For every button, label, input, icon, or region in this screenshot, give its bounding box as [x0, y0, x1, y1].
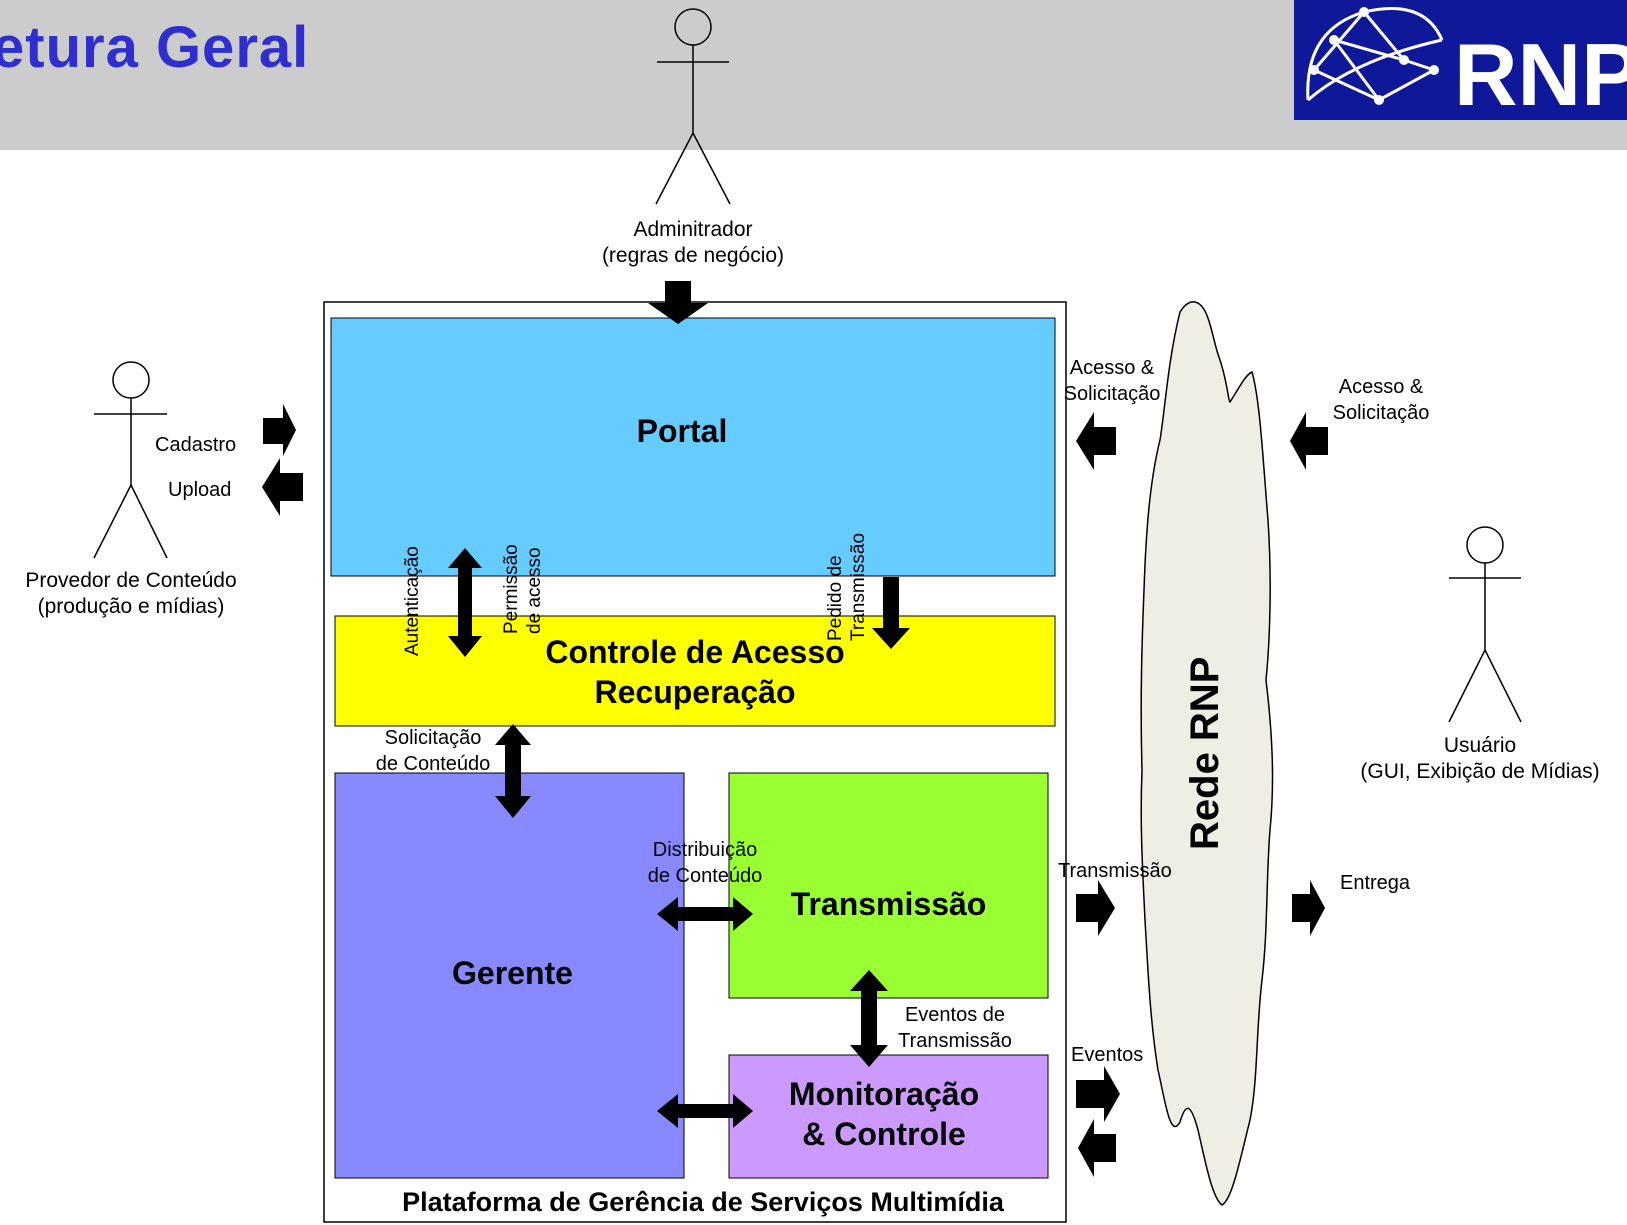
distribuicao-label: Distribuição de Conteúdo: [647, 839, 763, 887]
pedido-down-arrow-icon: [872, 577, 910, 649]
rnp-logo: RNP: [1294, 0, 1627, 124]
eventos-transmissao-label: Eventos de Transmissão: [898, 1004, 1012, 1052]
controle-box[interactable]: [334, 615, 1056, 727]
provider-label: Provedor de Conteúdo (produção e mídias): [25, 569, 237, 619]
eventos-transmissao-arrow-icon: [850, 970, 888, 1067]
eventos-right-arrow-icon: [1076, 1066, 1120, 1122]
rede-rnp-label: Rede RNP: [1183, 656, 1227, 850]
eventos-label: Eventos: [1071, 1044, 1144, 1066]
upload-left-arrow-icon: [262, 458, 303, 516]
monitoracao-title: Monitoração & Controle: [788, 1076, 980, 1152]
acesso-right-label: Acesso & Solicitação: [1332, 376, 1430, 424]
rede-rnp-cloud: [1140, 301, 1274, 1206]
solicitacao-label: Solicitação de Conteúdo: [375, 727, 491, 775]
cadastro-right-arrow-icon: [263, 404, 296, 456]
entrega-right-arrow-icon: [1292, 880, 1325, 936]
portal-title: Portal: [636, 413, 728, 449]
admin-down-arrow-icon: [648, 281, 708, 324]
transmissao-box[interactable]: [728, 772, 1049, 999]
pedido-label: Pedido de Transmissão: [825, 532, 869, 641]
upload-label: Upload: [168, 479, 232, 501]
monitoracao-gerente-arrow-icon: [657, 1094, 753, 1128]
autenticacao-arrow-icon: [448, 548, 482, 657]
portal-box[interactable]: [330, 317, 1056, 577]
gerente-title: Gerente: [452, 955, 573, 991]
permissao-label: Permissão de acesso: [501, 544, 545, 634]
admin-label: Adminitrador (regras de negócio): [601, 218, 785, 268]
acesso-right-arrow-icon: [1290, 412, 1328, 470]
distribuicao-arrow-icon: [657, 897, 753, 931]
transmissao-right-arrow-icon: [1076, 880, 1115, 936]
solicitacao-arrow-icon: [495, 724, 531, 818]
eventos-left-arrow-icon: [1078, 1119, 1116, 1177]
transmissao-title: Transmissão: [790, 886, 987, 922]
provider-actor-icon: [93, 361, 168, 559]
entrega-label: Entrega: [1340, 872, 1411, 894]
monitoracao-box[interactable]: [728, 1054, 1049, 1179]
platform-label: Plataforma de Gerência de Serviços Multi…: [402, 1187, 1004, 1217]
acesso-left-label: Acesso & Solicitação: [1063, 357, 1161, 405]
acesso-left-arrow-icon: [1076, 412, 1116, 470]
user-label: Usuário (GUI, Exibição de Mídias): [1360, 734, 1600, 784]
logo-text: RNP: [1454, 25, 1627, 120]
slide-title: etura Geral: [0, 15, 310, 80]
cadastro-label: Cadastro: [155, 434, 237, 456]
user-actor-icon: [1448, 526, 1522, 723]
transmissao-flow-label: Transmissão: [1058, 860, 1172, 882]
controle-title: Controle de Acesso Recuperação: [545, 634, 845, 710]
gerente-box[interactable]: [334, 772, 685, 1179]
admin-actor-icon: [655, 8, 731, 205]
